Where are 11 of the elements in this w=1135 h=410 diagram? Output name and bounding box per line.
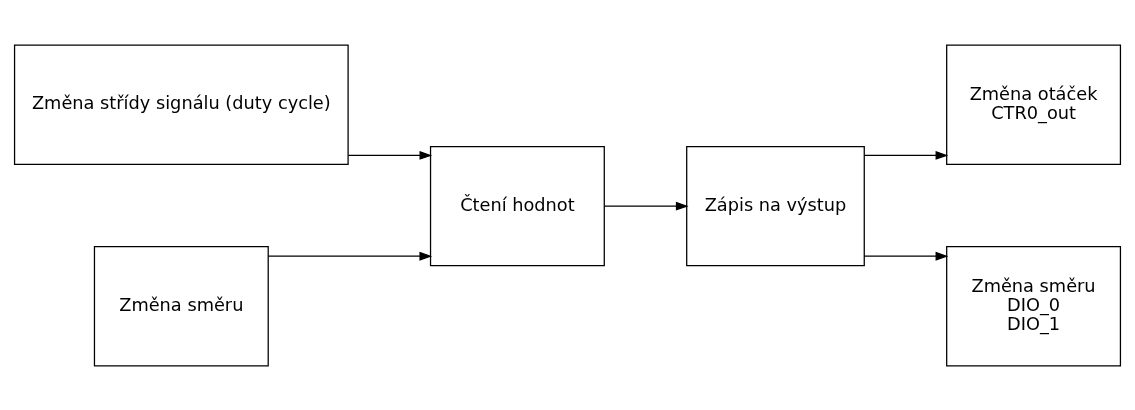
arrow bbox=[863, 150, 949, 160]
node-box: Změna střídy signálu (duty cycle) bbox=[13, 43, 349, 165]
arrow bbox=[863, 251, 949, 261]
arrow bbox=[603, 201, 689, 211]
node-box: Změna směru bbox=[93, 245, 269, 367]
node-box: Zápis na výstup bbox=[686, 145, 865, 266]
node-box: Změna směru DIO_0 DIO_1 bbox=[946, 245, 1122, 367]
node-box: Čtení hodnot bbox=[429, 145, 605, 266]
node-box: Změna otáček CTR0_out bbox=[946, 43, 1122, 165]
arrow bbox=[347, 150, 433, 160]
arrow bbox=[267, 251, 433, 261]
